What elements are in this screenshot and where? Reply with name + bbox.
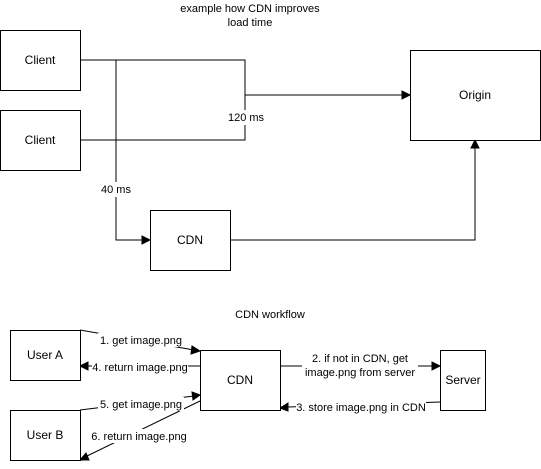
edge-client-bottom-to-origin — [80, 95, 246, 141]
step4-label: 4. return image.png — [92, 362, 187, 374]
origin-label: Origin — [459, 88, 491, 102]
cdn-node-diagram2 — [200, 350, 281, 411]
user-b-label: User B — [27, 428, 64, 442]
edge-clients-to-cdn — [115, 60, 143, 241]
arrowhead-step6 — [78, 452, 90, 461]
client-top-label: Client — [25, 53, 56, 67]
user-a-label: User A — [27, 348, 63, 362]
arrowhead-origin — [401, 90, 412, 100]
latency-origin-label: 120 ms — [228, 112, 265, 124]
latency-origin-bg — [224, 110, 268, 125]
arrowhead-step5 — [191, 391, 202, 401]
diagram2-title: CDN workflow — [235, 309, 305, 321]
diagram1-title-line2: load time — [228, 17, 273, 29]
edge-cdn-to-origin — [230, 148, 476, 241]
origin-node — [410, 50, 541, 141]
cdn-node-diagram1 — [150, 210, 231, 271]
step5-label: 5. get image.png — [100, 399, 182, 411]
arrowhead-cdn — [141, 235, 152, 245]
step6-label: 6. return image.png — [91, 431, 186, 443]
latency-cdn-label: 40 ms — [101, 184, 131, 196]
client-bottom-node — [0, 110, 81, 171]
server-label: Server — [445, 373, 480, 387]
step1-bg — [98, 333, 184, 347]
arrowhead-step1 — [190, 345, 202, 355]
latency-cdn-bg — [98, 182, 134, 197]
client-top-node — [0, 30, 81, 91]
edge-client-top-to-origin — [80, 59, 402, 96]
arrowhead-origin-bottom — [470, 138, 480, 149]
step6-bg — [90, 429, 188, 443]
user-a-node — [10, 330, 81, 381]
cdn-label-diagram1: CDN — [177, 233, 203, 247]
diagram1-title-line1: example how CDN improves — [180, 3, 320, 15]
step2-bg — [302, 351, 418, 379]
user-b-node — [10, 410, 81, 461]
arrowhead-step3 — [278, 402, 289, 412]
arrowhead-step2 — [431, 361, 442, 371]
step4-bg — [92, 360, 188, 374]
server-node — [440, 350, 486, 411]
arrowhead-step4 — [78, 361, 89, 371]
client-bottom-label: Client — [25, 133, 56, 147]
step1-label: 1. get image.png — [100, 335, 182, 347]
step2-label-line1: 2. if not in CDN, get — [312, 353, 408, 365]
step3-label: 3. store image.png in CDN — [296, 402, 426, 414]
cdn-label-diagram2: CDN — [227, 373, 253, 387]
step2-label-line2: image.png from server — [305, 367, 415, 379]
step3-bg — [296, 400, 426, 414]
step5-bg — [98, 397, 184, 411]
